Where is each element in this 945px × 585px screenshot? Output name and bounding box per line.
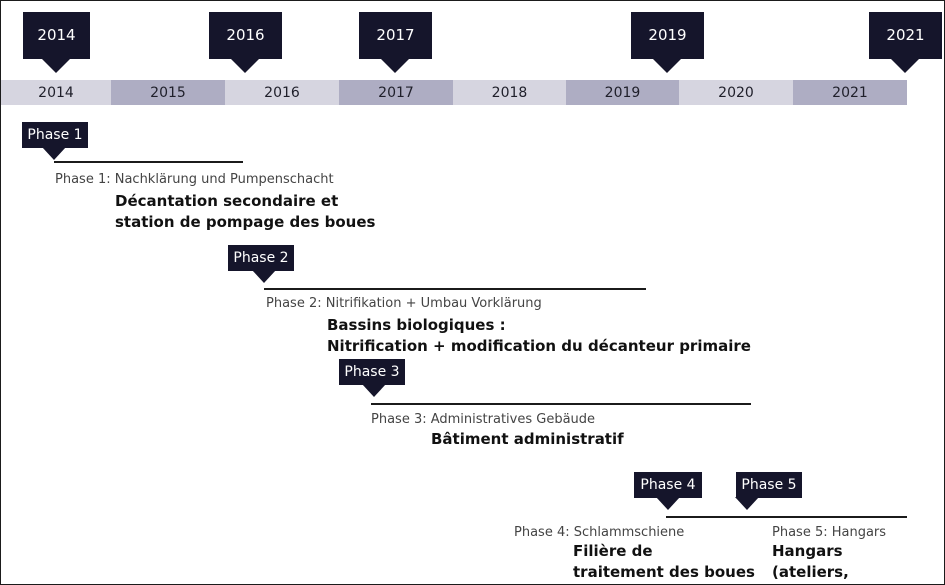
phase-flag-1: Phase 1: [22, 122, 88, 160]
milestone-pointer: [41, 58, 71, 73]
phase-1-french-label: Décantation secondaire et station de pom…: [115, 192, 376, 231]
year-cell-2017: 2017: [339, 80, 453, 105]
phase-2-german-label: Phase 2: Nitrifikation + Umbau Vorklärun…: [266, 296, 542, 311]
milestone-pointer: [230, 58, 260, 73]
phase-flag-3: Phase 3: [339, 359, 405, 397]
year-cell-2014: 2014: [1, 80, 111, 105]
phase-2-french-label: Bassins biologiques : Nitrification + mo…: [327, 316, 751, 355]
phase-3-german-label: Phase 3: Administratives Gebäude: [371, 412, 596, 427]
phase-4-5-duration-line: [666, 516, 907, 518]
milestone-flag-2016: 2016: [209, 12, 282, 73]
phase-flag-label: Phase 2: [233, 250, 289, 266]
phase-5-german-label: Phase 5: Hangars: [772, 525, 887, 540]
milestone-label: 2014: [37, 25, 76, 44]
phase-1-duration-line: [54, 161, 243, 163]
milestone-flag-2017: 2017: [359, 12, 432, 73]
phase-pointer: [362, 384, 386, 397]
year-cell-2018: 2018: [453, 80, 566, 105]
phase-3-french-label: Bâtiment administratif: [431, 430, 624, 448]
phase-pointer: [252, 270, 276, 283]
phase-pointer: [656, 497, 680, 510]
phase-pointer: [735, 497, 759, 510]
phase-pointer: [42, 147, 66, 160]
milestone-label: 2021: [886, 25, 925, 44]
year-cell-2019: 2019: [566, 80, 679, 105]
phase-4-german-label: Phase 4: Schlammschiene: [514, 525, 685, 540]
phase-flag-2: Phase 2: [228, 245, 294, 283]
milestone-label: 2019: [648, 25, 687, 44]
phase-2-duration-line: [264, 288, 646, 290]
phase-3-duration-line: [371, 403, 751, 405]
milestone-label: 2017: [376, 25, 415, 44]
year-cell-2021: 2021: [793, 80, 907, 105]
phase-flag-5: Phase 5: [735, 472, 802, 510]
year-cell-2016: 2016: [225, 80, 339, 105]
phase-5-french-label: Hangars (ateliers, garages…): [772, 542, 849, 581]
milestone-label: 2016: [226, 25, 265, 44]
phase-flag-4: Phase 4: [634, 472, 702, 510]
milestone-pointer: [652, 58, 682, 73]
milestone-flag-2014: 2014: [23, 12, 90, 73]
phase-flag-label: Phase 1: [27, 127, 83, 143]
year-cell-2020: 2020: [679, 80, 793, 105]
milestone-flag-2021: 2021: [869, 12, 942, 73]
phase-1-german-label: Phase 1: Nachklärung und Pumpenschacht: [55, 172, 334, 187]
phase-flag-label: Phase 3: [344, 364, 400, 380]
phase-flag-label: Phase 4: [640, 477, 696, 493]
milestone-flag-2019: 2019: [631, 12, 704, 73]
phase-flag-label: Phase 5: [741, 477, 797, 493]
year-cell-2015: 2015: [111, 80, 225, 105]
milestone-pointer: [380, 58, 410, 73]
phase-4-french-label: Filière de traitement des boues: [573, 542, 755, 581]
milestone-pointer: [890, 58, 920, 73]
